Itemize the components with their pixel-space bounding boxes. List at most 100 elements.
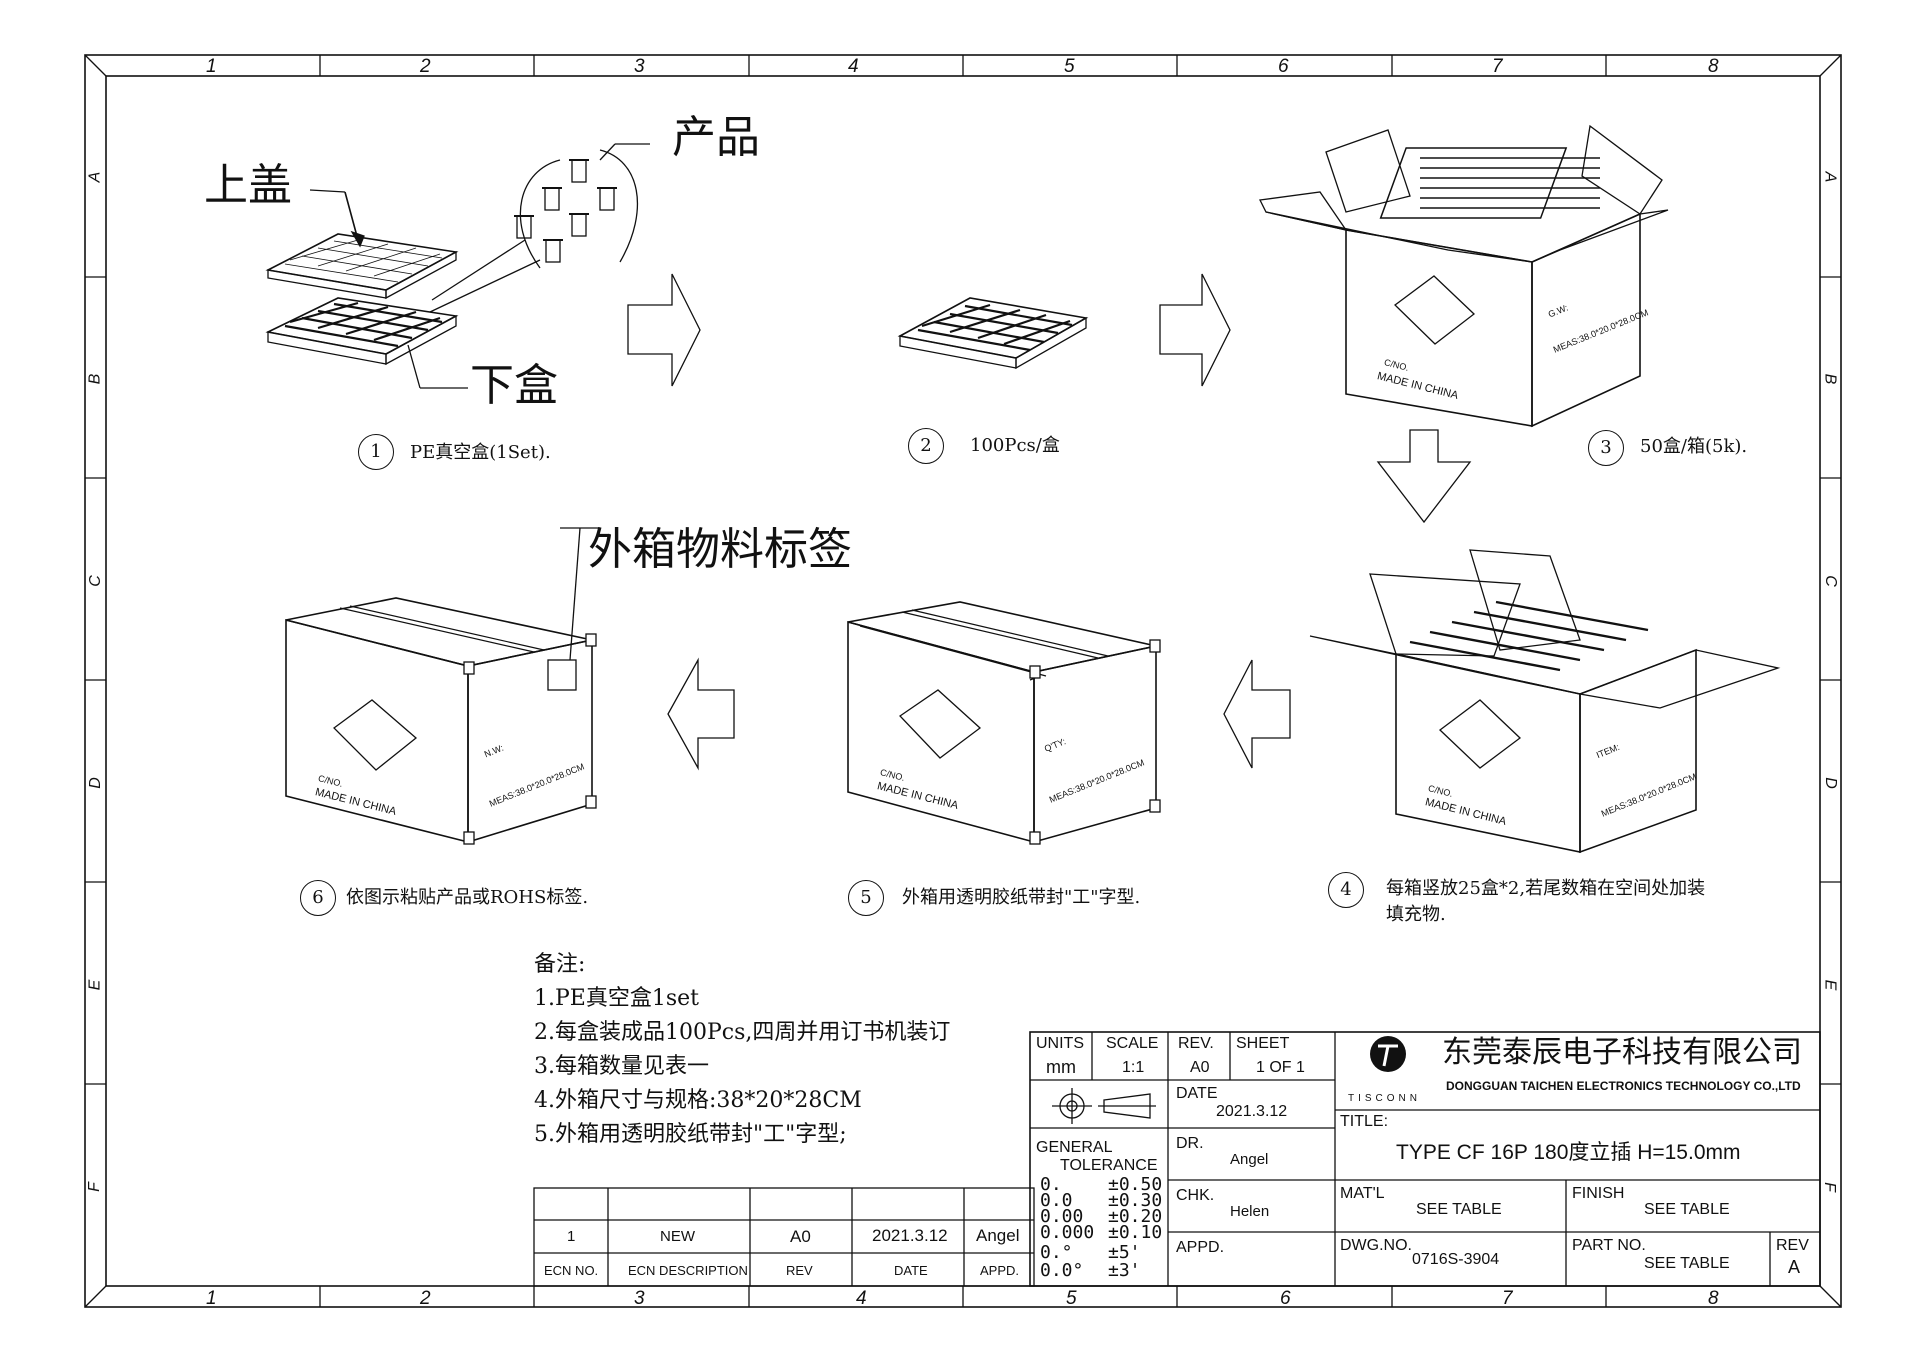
open-box-flat [1309,549,1781,854]
arrow-down [1376,429,1472,524]
taped-box-6 [285,527,600,845]
appd-label: APPD. [1176,1239,1225,1256]
grid-row-b-right: B [1821,373,1839,385]
step-3-number: 3 [1588,430,1624,466]
grid-col-2: 2 [420,56,431,77]
step-4-caption: 每箱竖放25盒*2,若尾数箱在空间处加装 [1386,878,1706,899]
callout-outer-label: 外箱物料标签 [588,524,852,575]
tol-val-3: ±0.10 [1108,1222,1163,1243]
grid-row-f-left: F [85,1182,103,1192]
grid-col-3: 3 [634,56,645,77]
grid-col-7: 7 [1492,56,1503,77]
inner-frame [105,75,1821,1287]
grid-col-8: 8 [1708,56,1719,77]
grid-row-d-left: D [86,777,104,789]
callout-bottom-box: 下盒 [470,360,558,411]
arrow-right-2 [1159,273,1231,387]
note-4: 4.外箱尺寸与规格:38*20*28CM [534,1088,862,1113]
rev-header-desc: ECN DESCRIPTION [628,1263,748,1278]
rev-header-date: DATE [894,1263,928,1278]
rev-row-rev: A0 [790,1227,811,1246]
grid-row-b-left: B [86,373,104,385]
sheet-value: 1 OF 1 [1256,1059,1305,1076]
step-1-caption: PE真空盒(1Set). [410,442,551,463]
company-name-en: DONGGUAN TAICHEN ELECTRONICS TECHNOLOGY … [1446,1079,1801,1093]
scale-label: SCALE [1106,1035,1159,1052]
grid-col-6: 6 [1278,56,1289,77]
title-label: TITLE: [1340,1113,1389,1130]
single-tray [897,297,1089,370]
revision-table-lines [533,1187,1035,1287]
step-5-number: 5 [848,880,884,916]
grid-col-4-bottom: 4 [856,1288,867,1309]
units-label: UNITS [1036,1035,1084,1052]
logo-text: TISCONN [1348,1093,1421,1104]
tol-val-4: ±5' [1108,1242,1141,1263]
step-5-caption: 外箱用透明胶纸带封"工"字型. [902,887,1141,908]
tol-val-5: ±3' [1108,1260,1141,1281]
rev-header-ecn: ECN NO. [544,1263,599,1278]
note-5: 5.外箱用透明胶纸带封"工"字型; [534,1122,847,1147]
date-value: 2021.3.12 [1216,1103,1288,1120]
step-1-number: 1 [358,434,394,470]
grid-row-f-right: F [1820,1182,1838,1192]
grid-col-1-bottom: 1 [206,1288,217,1309]
finish-value: SEE TABLE [1644,1201,1730,1218]
step-2-caption: 100Pcs/盒 [970,435,1060,456]
open-box-stacked [1259,124,1669,428]
grid-col-2-bottom: 2 [420,1288,431,1309]
date-label: DATE [1176,1085,1218,1102]
rev-header-rev: REV [786,1263,813,1278]
grid-col-5: 5 [1064,56,1075,77]
note-2: 2.每盒装成品100Pcs,四周并用订书机装订 [534,1020,951,1045]
lid-tray [265,233,459,300]
grid-row-c-right: C [1821,575,1839,587]
tol-key-3: 0.000 [1040,1222,1095,1243]
grid-dividers [85,55,1841,1307]
step-3-caption: 50盒/箱(5k). [1640,436,1748,457]
company-name-cn: 东莞泰辰电子科技有限公司 [1442,1036,1802,1069]
product-cluster [514,149,639,269]
grid-row-e-right: E [1821,979,1839,991]
rev-row-appd: Angel [976,1226,1020,1245]
drawing-title: TYPE CF 16P 180度立插 H=15.0mm [1396,1141,1741,1164]
note-3: 3.每箱数量见表一 [534,1054,709,1079]
bottom-tray [265,297,459,366]
sheet-label: SHEET [1236,1035,1290,1052]
carton-diamond [1394,275,1475,345]
part-value: SEE TABLE [1644,1255,1730,1272]
taped-box-5 [847,601,1161,845]
dr-value: Angel [1230,1151,1269,1168]
step-6-caption: 依图示粘贴产品或ROHS标签. [346,887,589,908]
callout-lid: 上盖 [204,160,292,211]
arrow-left-1 [1223,659,1291,769]
rev-header-appd: APPD. [980,1263,1020,1278]
grid-row-c-left: C [86,575,104,587]
grid-col-6-bottom: 6 [1280,1288,1291,1309]
step-4-caption-line2: 填充物. [1386,904,1446,925]
tol-val-2: ±0.20 [1108,1206,1163,1227]
grid-col-4: 4 [848,56,859,77]
outer-label-patch [547,659,577,691]
note-1: 1.PE真空盒1set [534,986,700,1011]
grid-col-8-bottom: 8 [1708,1288,1719,1309]
arrow-right-1 [627,273,701,387]
rev-value: A0 [1190,1059,1210,1076]
callout-product: 产品 [672,112,760,163]
carton-diamond-4 [1438,699,1522,769]
rev-label: REV. [1178,1035,1214,1052]
matl-value: SEE TABLE [1416,1201,1502,1218]
chk-value: Helen [1230,1203,1270,1220]
tolerance-label: TOLERANCE [1060,1157,1158,1174]
rev-row-date: 2021.3.12 [872,1226,948,1245]
rev2-label: REV [1776,1237,1809,1254]
arrow-left-2 [667,657,735,771]
grid-row-a-left: A [86,171,104,183]
tol-key-0: 0. [1040,1174,1062,1195]
grid-col-1: 1 [206,56,217,77]
tol-val-1: ±0.30 [1108,1190,1163,1211]
units-value: mm [1046,1057,1076,1077]
dwg-value: 0716S-3904 [1412,1251,1500,1268]
part-label: PART NO. [1572,1237,1646,1254]
tol-key-4: 0.° [1040,1242,1073,1263]
